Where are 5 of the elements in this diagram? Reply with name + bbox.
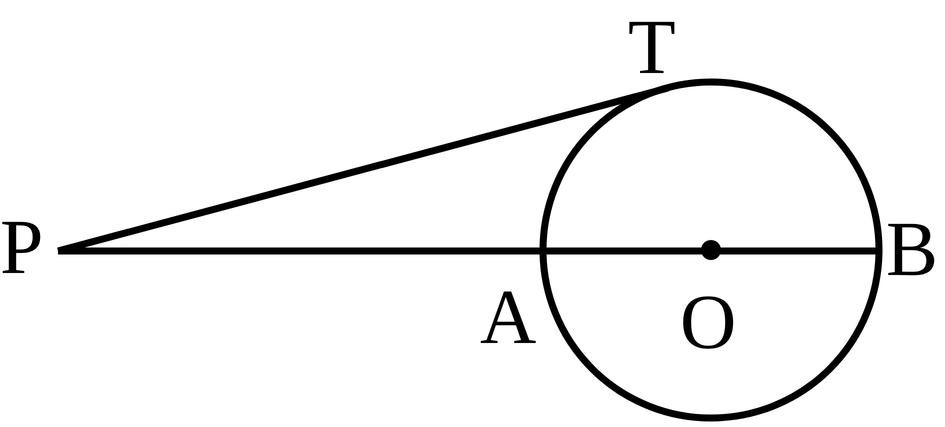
point-label: B — [886, 210, 938, 288]
point-label: A — [480, 278, 536, 356]
point-label: O — [680, 283, 736, 361]
point-label: P — [0, 208, 44, 286]
point-label: T — [628, 8, 676, 86]
